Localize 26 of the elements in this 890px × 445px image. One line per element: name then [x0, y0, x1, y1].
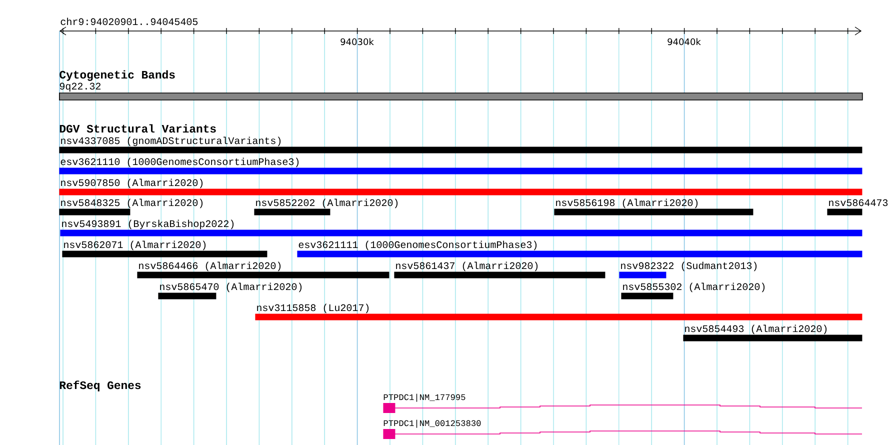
band-label: 9q22.32: [60, 82, 100, 92]
variant-label: nsv982322 (Sudmant2013): [621, 262, 757, 272]
variant-label: nsv5907850 (Almarri2020): [61, 178, 203, 188]
variant-label: esv3621111 (1000GenomesConsortiumPhase3): [298, 240, 537, 250]
gene-label: PTPDC1|NM_001253830: [384, 420, 481, 428]
variant-label: esv3621110 (1000GenomesConsortiumPhase3): [60, 158, 299, 168]
tick-label: 94030k: [340, 38, 374, 46]
variant-label: nsv4337085 (gnomADStructuralVariants): [61, 136, 281, 146]
variant-label: nsv5855302 (Almarri2020): [623, 282, 765, 292]
variant-label: nsv5861437 (Almarri2020): [396, 262, 538, 272]
variant-label: nsv5856198 (Almarri2020): [556, 198, 698, 208]
gene-label: PTPDC1|NM_177995: [384, 394, 466, 402]
location-label: chr9:94020901..94045405: [60, 18, 198, 26]
track-title: Cytogenetic Bands: [60, 70, 175, 81]
variant-label: nsv5493891 (ByrskaBishop2022): [62, 220, 234, 230]
variant-label: nsv5864466 (Almarri2020): [139, 262, 281, 272]
variant-label: nsv5864473: [829, 199, 888, 206]
track-title: DGV Structural Variants: [60, 124, 216, 133]
variant-label: nsv3115858 (Lu2017): [257, 304, 369, 314]
variant-label: nsv5865470 (Almarri2020): [160, 282, 302, 292]
variant-label: nsv5848325 (Almarri2020): [61, 198, 203, 208]
variant-label: nsv5862071 (Almarri2020): [64, 240, 206, 250]
variant-label: nsv5852202 (Almarri2020): [256, 198, 398, 208]
variant-label: nsv5854493 (Almarri2020): [685, 324, 827, 334]
track-title: RefSeq Genes: [60, 380, 141, 392]
tick-label: 94040k: [668, 38, 701, 46]
